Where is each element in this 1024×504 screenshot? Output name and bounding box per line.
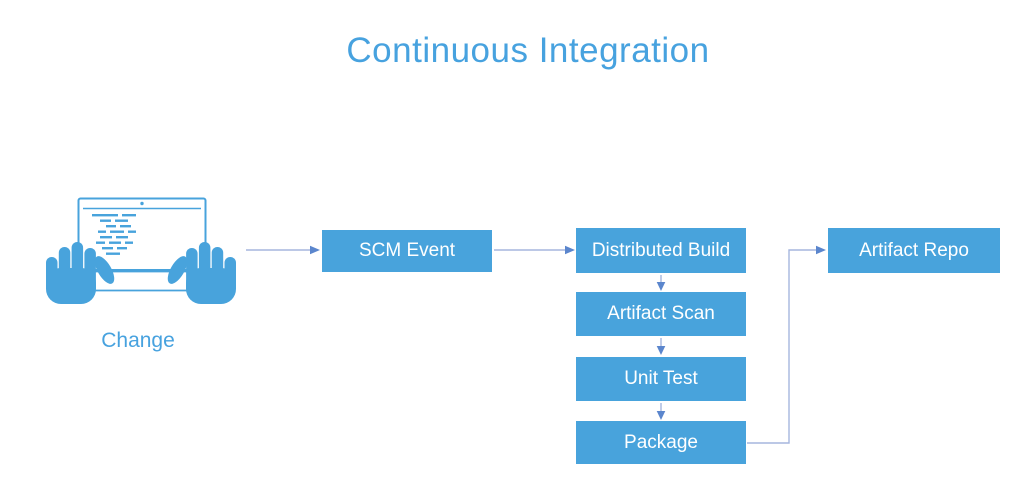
node-artifact-scan: Artifact Scan — [576, 292, 746, 336]
change-label: Change — [101, 329, 175, 352]
node-scm-event: SCM Event — [322, 230, 492, 272]
code-lines — [92, 214, 136, 255]
laptop-camera-dot — [140, 201, 144, 206]
edge-artifact-scan-to-unit-test — [656, 338, 666, 355]
laptop-screen — [77, 197, 207, 271]
edge-scm-event-to-distributed-build — [494, 245, 575, 255]
node-artifact-repo: Artifact Repo — [828, 228, 1000, 273]
edge-distributed-build-to-artifact-scan — [656, 275, 666, 291]
laptop-hands-icon — [46, 197, 236, 304]
page-title: Continuous Integration — [346, 31, 710, 70]
node-package: Package — [576, 421, 746, 464]
edge-package-to-artifact-repo — [747, 245, 826, 444]
node-distributed-build: Distributed Build — [576, 228, 746, 273]
edge-unit-test-to-package — [656, 403, 666, 420]
edge-change-to-scm-event — [246, 245, 320, 255]
change-illustration — [40, 188, 265, 318]
node-unit-test: Unit Test — [576, 357, 746, 401]
